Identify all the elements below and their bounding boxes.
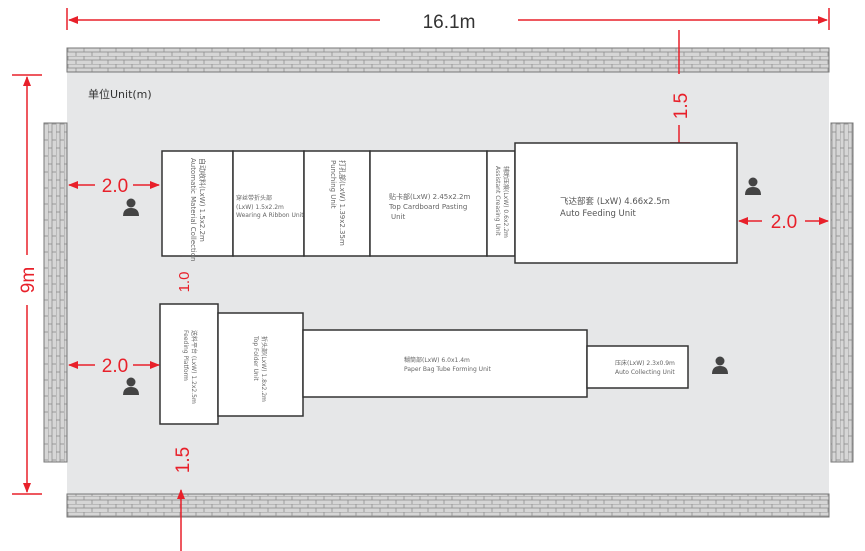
svg-text:Feeding Platform: Feeding Platform [182,330,189,381]
unit-label: 单位Unit(m) [88,87,152,101]
svg-text:Auto Collecting Unit: Auto Collecting Unit [615,369,675,376]
svg-text:辅助压痕(LxW) 0.6x2.2m: 辅助压痕(LxW) 0.6x2.2m [502,166,510,238]
svg-text:Unit: Unit [391,213,406,221]
unit-top-cardboard-pasting: 贴卡部(LxW) 2.45x2.2m Top Cardboard Pasting… [369,150,488,257]
unit-assistant-creasing: 辅助压痕(LxW) 0.6x2.2m Assistant Creasing Un… [486,150,516,257]
unit-auto-feeding: 飞达部套 (LxW) 4.66x2.5m Auto Feeding Unit [514,142,738,264]
svg-text:Top Cardboard Pasting: Top Cardboard Pasting [388,203,467,211]
svg-text:Automatic Material Collection: Automatic Material Collection [189,158,197,261]
wall-top [66,47,830,73]
dim-row-gap: 1.0 [176,272,193,293]
svg-text:飞达部套 (LxW) 4.66x2.5m: 飞达部套 (LxW) 4.66x2.5m [560,196,670,207]
dim-bottom-gap: 1.5 [173,447,194,473]
svg-text:糊筒部(LxW) 6.0x1.4m: 糊筒部(LxW) 6.0x1.4m [404,356,470,364]
svg-text:送料平台 (LxW) 1.2x2.5m: 送料平台 (LxW) 1.2x2.5m [190,330,198,404]
unit-punching: 打孔部(LxW) 1.39x2.35m Punching Unit [303,150,371,257]
unit-automatic-material-collection: 自动收料(LxW) 1.5x2.2m Automatic Material Co… [161,150,234,261]
svg-text:折头部(LxW) 1.8x2.2m: 折头部(LxW) 1.8x2.2m [260,336,268,402]
unit-top-folder: 折头部(LxW) 1.8x2.2m Top Folder Unit [217,312,304,417]
unit-paper-bag-tube-forming: 糊筒部(LxW) 6.0x1.4m Paper Bag Tube Forming… [302,329,588,398]
unit-feeding-platform: 送料平台 (LxW) 1.2x2.5m Feeding Platform [159,303,219,425]
svg-text:Top Folder Unit: Top Folder Unit [252,335,259,381]
svg-text:贴卡部(LxW) 2.45x2.2m: 贴卡部(LxW) 2.45x2.2m [389,192,471,201]
dim-top-gap: 1.5 [671,93,692,119]
unit-auto-collecting: 压床(LxW) 2.3x0.9m Auto Collecting Unit [586,345,689,389]
wall-left [43,122,68,463]
width-total: 16.1m [423,12,476,33]
height-total: 9m [18,267,39,293]
dim-right: 2.0 [771,212,797,233]
wall-right [830,122,854,463]
svg-text:Paper Bag Tube Forming Unit: Paper Bag Tube Forming Unit [404,366,492,373]
dim-left-top: 2.0 [102,176,128,197]
unit-wearing-ribbon: 穿丝带折头部 (LxW) 1.5x2.2m Wearing A Ribbon U… [232,150,305,257]
svg-text:Auto Feeding Unit: Auto Feeding Unit [560,209,637,219]
svg-text:打孔部(LxW) 1.39x2.35m: 打孔部(LxW) 1.39x2.35m [338,160,347,246]
svg-text:自动收料(LxW) 1.5x2.2m: 自动收料(LxW) 1.5x2.2m [198,158,207,242]
dim-left-bottom: 2.0 [102,356,128,377]
svg-text:(LxW) 1.5x2.2m: (LxW) 1.5x2.2m [236,204,284,211]
svg-text:Wearing A Ribbon Unit: Wearing A Ribbon Unit [236,212,304,219]
svg-text:Punching Unit: Punching Unit [329,160,337,209]
wall-bottom [66,493,830,518]
svg-text:压床(LxW) 2.3x0.9m: 压床(LxW) 2.3x0.9m [615,359,675,367]
svg-text:穿丝带折头部: 穿丝带折头部 [236,194,272,202]
svg-text:Assistant Creasing Unit: Assistant Creasing Unit [494,166,501,236]
